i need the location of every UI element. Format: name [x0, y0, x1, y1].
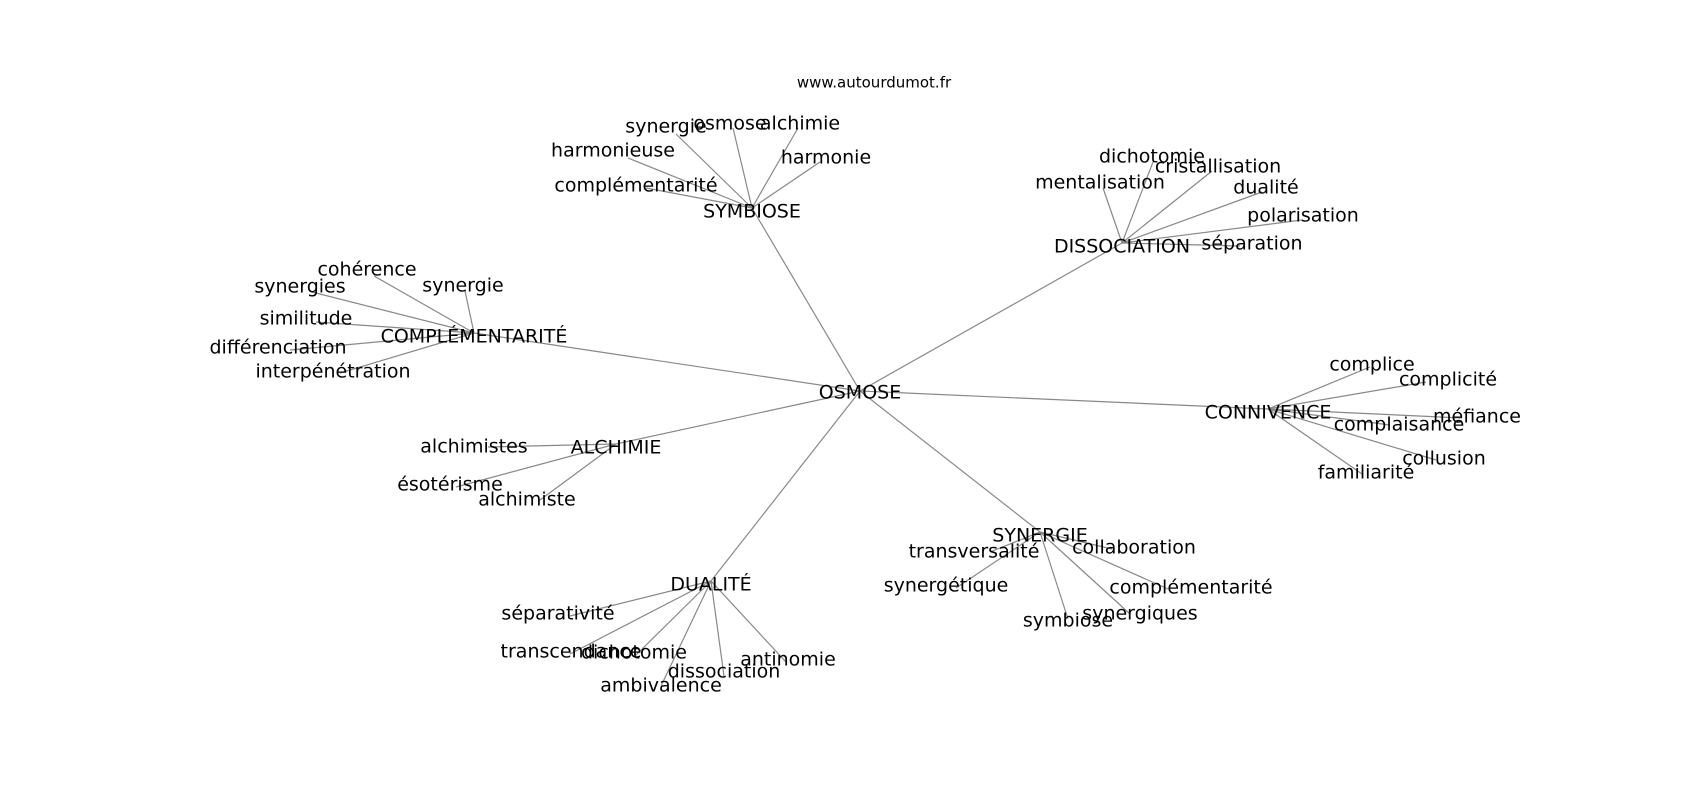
- leaf-word-dualite: transcendance: [501, 641, 642, 663]
- edge-alchimie-leaf: [539, 443, 617, 501]
- leaf-word-dissociation: dichotomie: [1099, 146, 1205, 168]
- leaf-word-dualite: ambivalence: [600, 675, 722, 697]
- edge-dissociation-leaf: [1121, 242, 1241, 247]
- leaf-word-dualite: dichotomie: [581, 642, 687, 664]
- edge-dissociation-leaf: [1121, 161, 1154, 244]
- edge-synergie-leaf: [1039, 531, 1113, 550]
- edge-center-alchimie: [615, 390, 861, 445]
- leaf-word-symbiose: synergie: [625, 116, 706, 138]
- edge-dualite-leaf: [635, 580, 712, 656]
- edge-alchimie-leaf: [487, 443, 617, 448]
- edge-symbiose-leaf: [675, 133, 753, 209]
- leaf-word-synergie: transversalité: [909, 541, 1040, 563]
- leaf-word-synergie: collaboration: [1072, 537, 1196, 559]
- leaf-word-connivence: collusion: [1402, 448, 1486, 470]
- leaf-word-complementarite: similitude: [260, 308, 353, 330]
- leaf-word-symbiose: osmose: [693, 113, 766, 135]
- edge-connivence-leaf: [1267, 408, 1463, 419]
- leaf-word-dissociation: mentalisation: [1035, 172, 1165, 194]
- leaf-word-alchimie: alchimiste: [478, 489, 576, 511]
- edge-complementarite-leaf: [373, 275, 475, 334]
- center-word: OSMOSE: [819, 382, 901, 404]
- leaf-word-symbiose: alchimie: [760, 113, 840, 135]
- edge-dissociation-leaf: [1121, 191, 1263, 244]
- edge-synergie-leaf: [1039, 531, 1069, 620]
- edge-complementarite-leaf: [315, 321, 475, 334]
- edge-complementarite-leaf: [464, 290, 475, 334]
- edge-dissociation-leaf: [1121, 219, 1303, 244]
- leaf-word-complementarite: synergies: [254, 276, 345, 298]
- graph-labels: www.autourdumot.fr synergieosmosealchimi…: [209, 74, 1521, 697]
- graph-edges: [289, 127, 1463, 687]
- leaf-word-alchimie: alchimistes: [420, 436, 527, 458]
- edge-center-dissociation: [859, 242, 1123, 392]
- edge-connivence-leaf: [1267, 408, 1363, 475]
- hub-word-connivence: CONNIVENCE: [1205, 402, 1332, 424]
- leaf-word-connivence: complicité: [1399, 369, 1497, 391]
- leaf-word-connivence: complaisance: [1334, 414, 1465, 436]
- leaf-word-complementarite: interpénétration: [255, 361, 410, 383]
- edge-center-symbiose: [751, 207, 861, 392]
- leaf-word-dualite: séparativité: [501, 603, 614, 625]
- edge-alchimie-leaf: [455, 443, 617, 488]
- edge-synergie-leaf: [1039, 531, 1169, 590]
- leaf-word-alchimie: ésotérisme: [397, 474, 503, 496]
- leaf-word-symbiose: harmonieuse: [551, 140, 675, 162]
- edge-dualite-leaf: [660, 580, 712, 687]
- edge-dualite-leaf: [569, 580, 712, 617]
- leaf-word-symbiose: complémentarité: [554, 175, 717, 197]
- edge-complementarite-leaf: [339, 332, 475, 374]
- edge-synergie-leaf: [955, 531, 1041, 589]
- edge-dissociation-leaf: [1102, 187, 1123, 244]
- leaf-word-dualite: antinomie: [740, 649, 836, 671]
- edge-center-dualite: [710, 390, 861, 582]
- edge-synergie-leaf: [989, 531, 1041, 553]
- leaf-word-connivence: familiarité: [1318, 462, 1415, 484]
- leaf-word-synergie: complémentarité: [1109, 577, 1272, 599]
- edge-connivence-leaf: [1267, 366, 1371, 410]
- leaf-word-connivence: méfiance: [1433, 406, 1521, 428]
- hub-word-synergie: SYNERGIE: [992, 525, 1087, 547]
- leaf-word-dissociation: polarisation: [1247, 205, 1359, 227]
- edge-complementarite-leaf: [311, 291, 475, 334]
- edge-connivence-leaf: [1267, 408, 1391, 426]
- leaf-word-synergie: symbiose: [1023, 610, 1113, 632]
- hub-word-dissociation: DISSOCIATION: [1054, 236, 1190, 258]
- leaf-word-connivence: complice: [1329, 354, 1414, 376]
- leaf-word-synergie: synergétique: [884, 575, 1009, 597]
- edge-dissociation-leaf: [1121, 170, 1213, 244]
- leaf-word-dissociation: séparation: [1201, 233, 1302, 255]
- edge-center-synergie: [859, 390, 1041, 533]
- edge-symbiose-leaf: [732, 127, 753, 209]
- edge-center-complementarite: [473, 332, 861, 392]
- leaf-word-dualite: dissociation: [668, 661, 781, 683]
- edge-connivence-leaf: [1267, 381, 1427, 410]
- edge-symbiose-leaf: [751, 161, 821, 209]
- edge-connivence-leaf: [1267, 408, 1437, 461]
- hub-word-alchimie: ALCHIMIE: [571, 437, 662, 459]
- leaf-word-synergie: synergiques: [1082, 603, 1197, 625]
- edge-complementarite-leaf: [289, 332, 475, 351]
- edge-symbiose-leaf: [645, 187, 753, 209]
- leaf-word-complementarite: différenciation: [209, 337, 346, 359]
- edge-center-connivence: [859, 390, 1269, 410]
- leaf-word-complementarite: cohérence: [317, 259, 416, 281]
- edge-dualite-leaf: [569, 580, 712, 655]
- edge-dualite-leaf: [710, 580, 787, 663]
- edge-dualite-leaf: [710, 580, 725, 677]
- leaf-word-symbiose: harmonie: [781, 147, 871, 169]
- edge-symbiose-leaf: [627, 157, 753, 209]
- edge-symbiose-leaf: [751, 127, 799, 209]
- leaf-word-dissociation: cristallisation: [1155, 156, 1281, 178]
- leaf-word-dissociation: dualité: [1233, 177, 1298, 199]
- leaf-word-complementarite: synergie: [422, 275, 503, 297]
- site-url-label: www.autourdumot.fr: [797, 74, 952, 92]
- edge-synergie-leaf: [1039, 531, 1131, 615]
- hub-word-complementarite: COMPLÉMENTARITÉ: [381, 325, 568, 348]
- hub-word-dualite: DUALITÉ: [670, 573, 751, 596]
- hub-word-symbiose: SYMBIOSE: [703, 201, 801, 223]
